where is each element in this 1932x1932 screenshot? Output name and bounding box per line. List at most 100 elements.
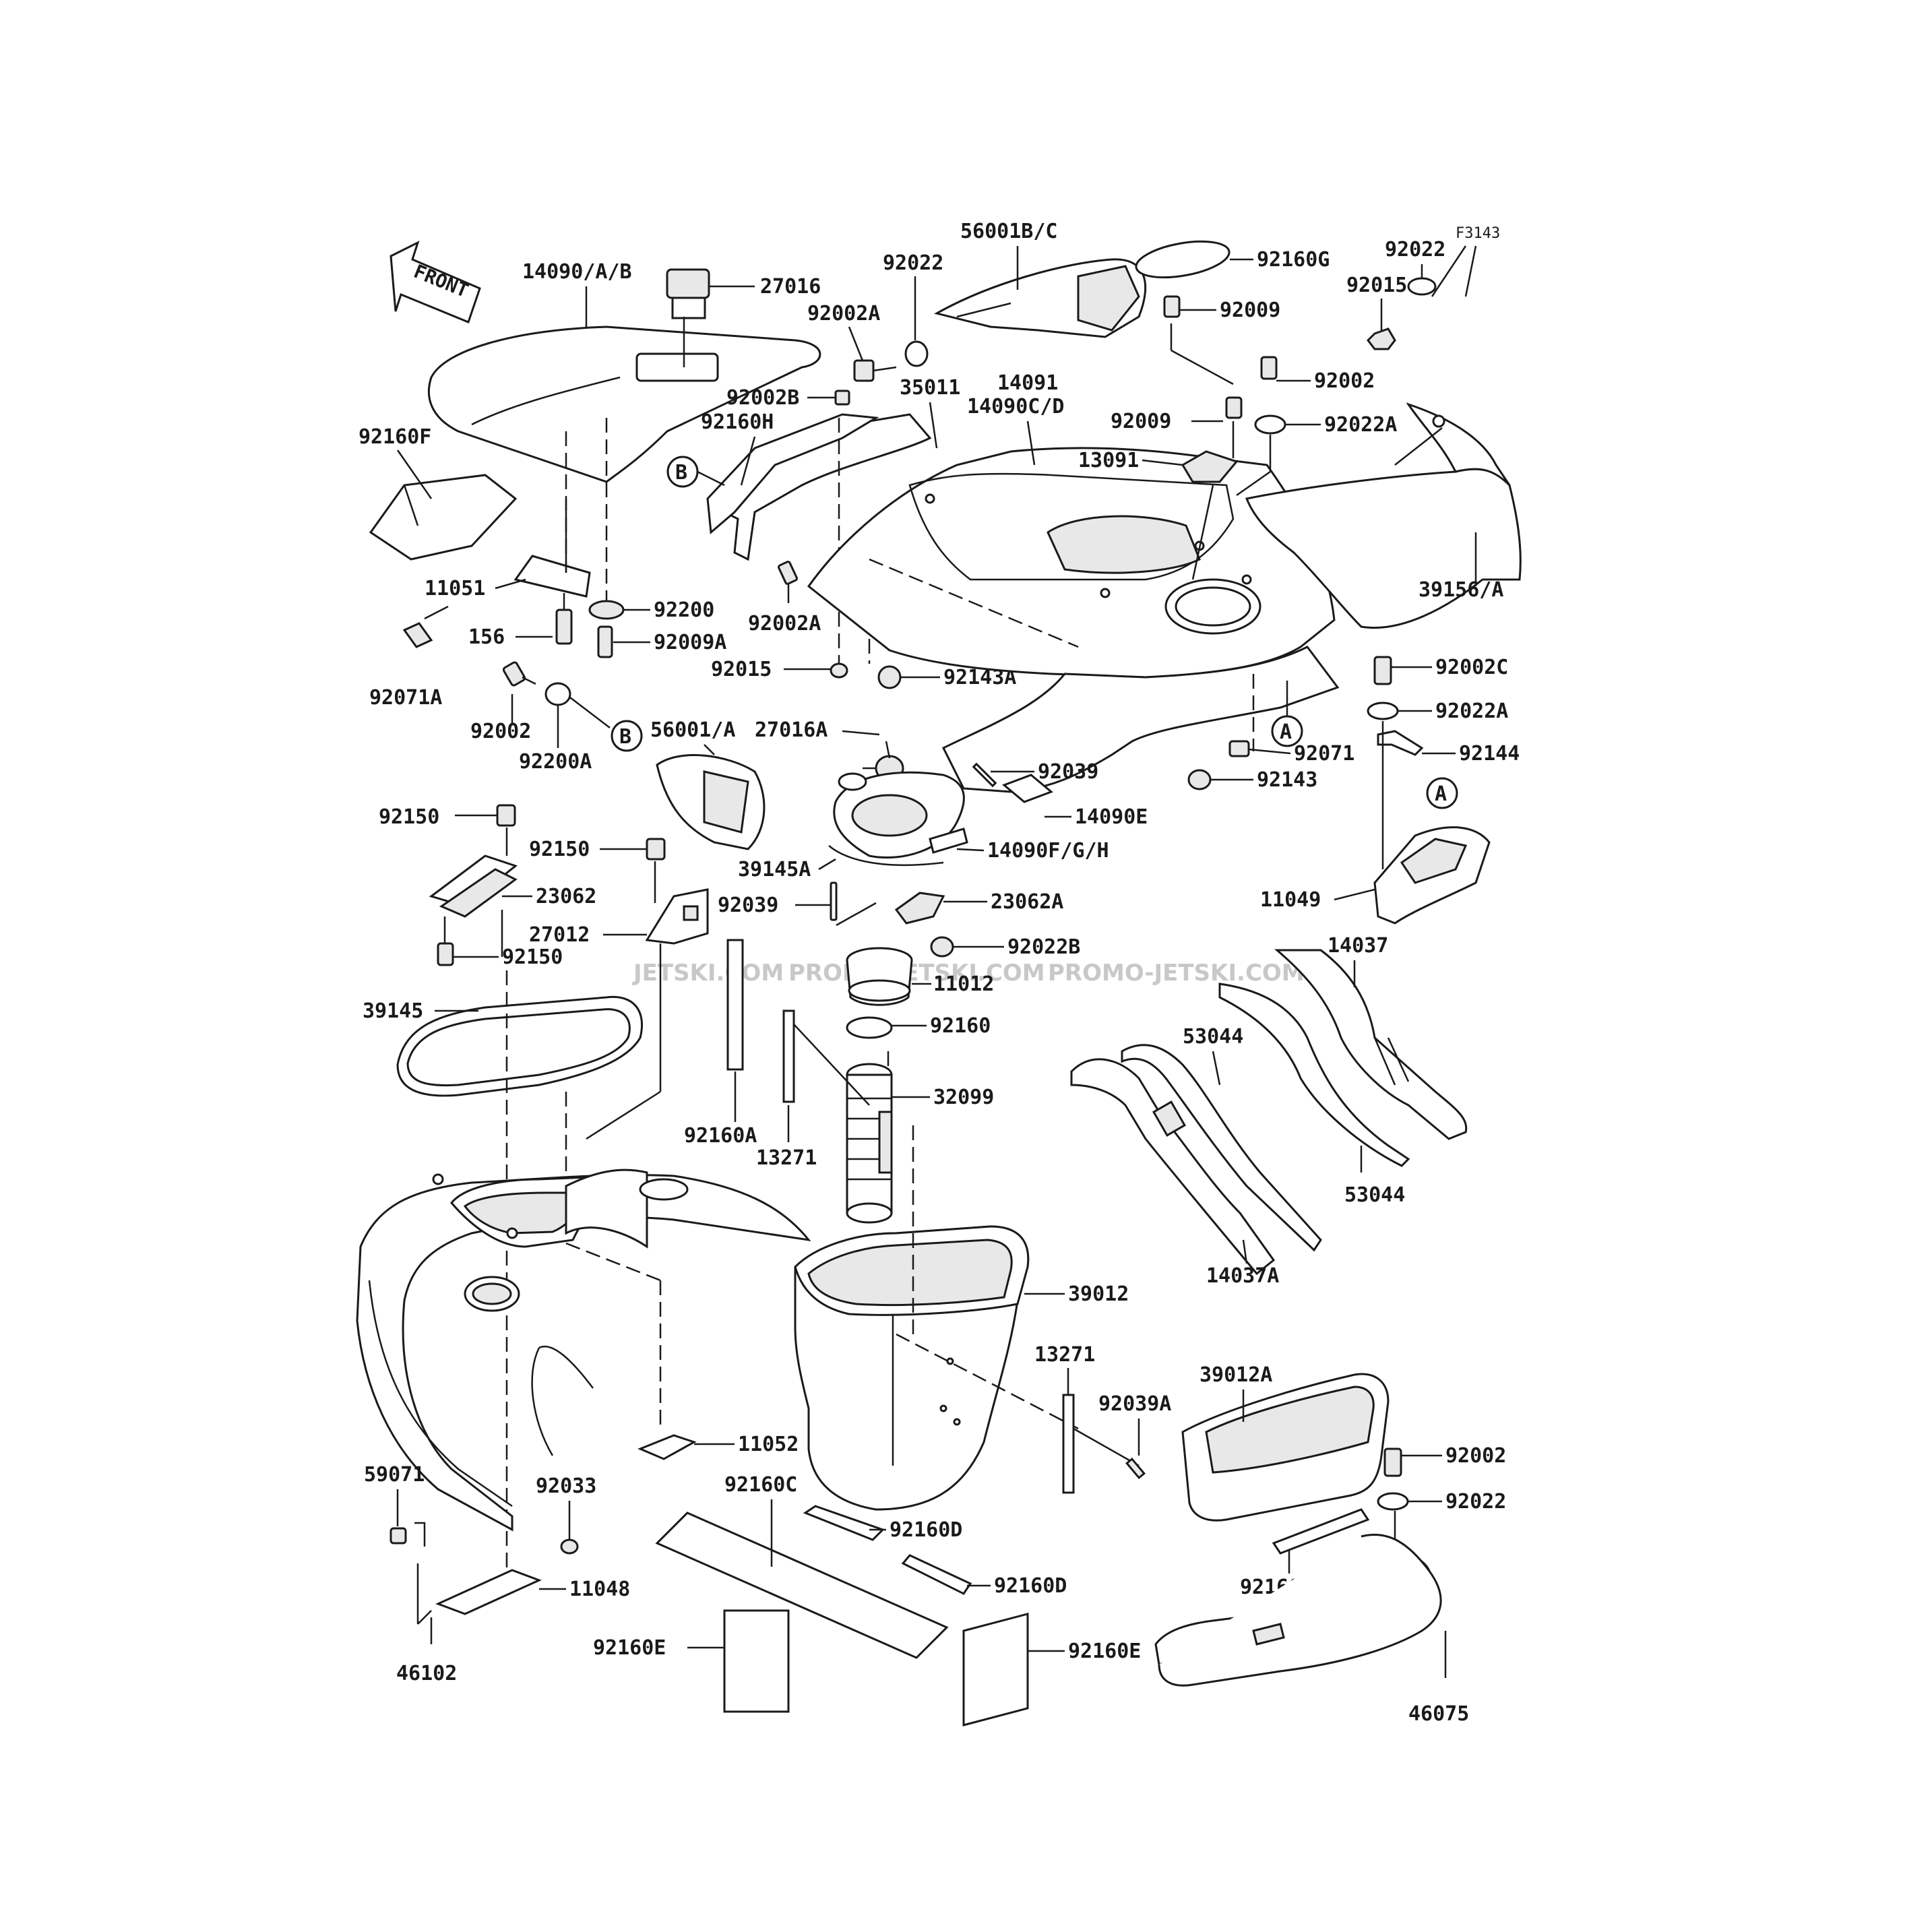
part-label: 11051 [425, 577, 485, 600]
leader-line [1464, 245, 1477, 297]
part-label: 53044 [1183, 1025, 1243, 1049]
part-label: 14090E [1075, 805, 1148, 829]
plate-11052 [637, 1434, 697, 1460]
pad-92160F [369, 474, 518, 561]
part-label: 92150 [379, 805, 439, 829]
callout-a-label: A [1435, 782, 1447, 806]
part-label: 13271 [756, 1146, 817, 1170]
part-label: 92160H [701, 410, 774, 434]
part-label: 92160D [994, 1574, 1067, 1598]
clip-92071A [402, 622, 433, 648]
watermark: PROMO-JETSKI.COM [1048, 960, 1305, 987]
part-label: 46102 [396, 1662, 457, 1685]
part-label: 13091 [1078, 449, 1139, 472]
part-label: 23062A [991, 890, 1063, 914]
strip-92160B [1272, 1508, 1370, 1555]
leader-line [1431, 245, 1467, 297]
bumper-46075 [1154, 1533, 1442, 1687]
part-label: 92022 [1445, 1490, 1506, 1514]
pad-92160C [655, 1512, 949, 1659]
part-label: 39012A [1199, 1363, 1272, 1387]
part-label: 92160A [684, 1124, 757, 1148]
part-label: 14090C/D [967, 395, 1065, 418]
strip-13271 [782, 1009, 795, 1103]
bin-39012 [794, 1225, 1030, 1511]
part-label: 39145 [363, 999, 423, 1023]
cap-11012 [846, 947, 913, 1006]
panel-39156A [1245, 402, 1522, 629]
part-label: 92039 [1038, 760, 1098, 784]
part-label: 92071A [369, 686, 442, 710]
watermark: PROMO-JETSKI.COM [788, 960, 1045, 987]
part-label: 32099 [933, 1086, 994, 1109]
part-label: 92144 [1459, 742, 1520, 766]
lid-14090FGH [833, 771, 968, 859]
part-label: 27016A [755, 718, 828, 742]
part-label: 27016 [760, 275, 821, 299]
rail-53044 [1121, 1044, 1322, 1252]
rail-14037A [1070, 1058, 1276, 1276]
part-label: 92039A [1098, 1392, 1171, 1416]
part-label: 92200A [519, 750, 592, 774]
part-label: 92002 [1314, 369, 1375, 393]
part-label: 11012 [933, 972, 994, 996]
hinge-23062 [429, 854, 518, 918]
strip-13271 [1062, 1394, 1075, 1494]
pad-92160E [723, 1609, 790, 1713]
part-label: 39145A [738, 858, 811, 881]
callout-a [1426, 777, 1458, 809]
part-label: 23062 [536, 885, 596, 908]
part-label: 14037 [1328, 934, 1388, 958]
bracket-11049 [1373, 826, 1491, 925]
part-label: 92160G [1257, 248, 1330, 272]
visor-56001A [656, 754, 766, 850]
part-label: 92009 [1220, 299, 1280, 322]
visor-56001BC [933, 258, 1147, 338]
box-39012A [1181, 1373, 1390, 1522]
pad-92160G [1135, 240, 1230, 279]
part-label: 92033 [536, 1474, 596, 1498]
part-label: 92009A [654, 631, 726, 654]
part-label: 92022A [1435, 699, 1508, 723]
part-label: 92022 [883, 251, 943, 275]
callout-b-label: B [675, 461, 687, 485]
part-label: 92002C [1435, 656, 1508, 679]
callout-b-label: B [619, 725, 631, 749]
part-label: 92015 [1346, 274, 1407, 297]
part-label: 39156/A [1419, 578, 1503, 602]
part-label: 46075 [1408, 1702, 1469, 1726]
part-label: 92160F [359, 425, 431, 449]
part-label: 92002A [748, 612, 821, 635]
front-arrow-icon: FRONT [389, 241, 481, 323]
part-label: 53044 [1344, 1183, 1405, 1207]
part-label: 92160 [930, 1014, 991, 1038]
hinge-23062A [894, 892, 945, 925]
part-label: 92143 [1257, 768, 1317, 792]
part-label: 13271 [1034, 1343, 1095, 1367]
callout-a-label: A [1280, 720, 1292, 744]
part-label: 14090F/G/H [987, 839, 1109, 863]
part-label: 14090/A/B [522, 260, 632, 284]
pad-92160D [901, 1554, 972, 1595]
part-label: 92002B [726, 386, 799, 410]
grommet-13091 [1181, 450, 1239, 483]
rail-14037 [1274, 949, 1468, 1140]
strip-92160A [726, 939, 744, 1071]
part-label: 92002 [1445, 1444, 1506, 1468]
part-label: 92150 [529, 838, 590, 861]
part-label: 27012 [529, 923, 590, 947]
part-label: 92009 [1111, 410, 1171, 433]
part-label: 92071 [1294, 742, 1354, 766]
bracket-11051 [513, 555, 591, 598]
part-label: 92160E [1068, 1640, 1141, 1663]
part-label: 92022B [1007, 935, 1080, 959]
callout-b [611, 720, 643, 752]
part-label: 92022A [1324, 413, 1397, 437]
gasket-39145 [396, 995, 644, 1097]
deck-14091 [807, 447, 1340, 793]
part-label: 92160D [890, 1518, 962, 1542]
plate-11048 [435, 1569, 542, 1615]
hose-32099 [846, 1063, 893, 1224]
figure-code: F3143 [1456, 225, 1500, 242]
